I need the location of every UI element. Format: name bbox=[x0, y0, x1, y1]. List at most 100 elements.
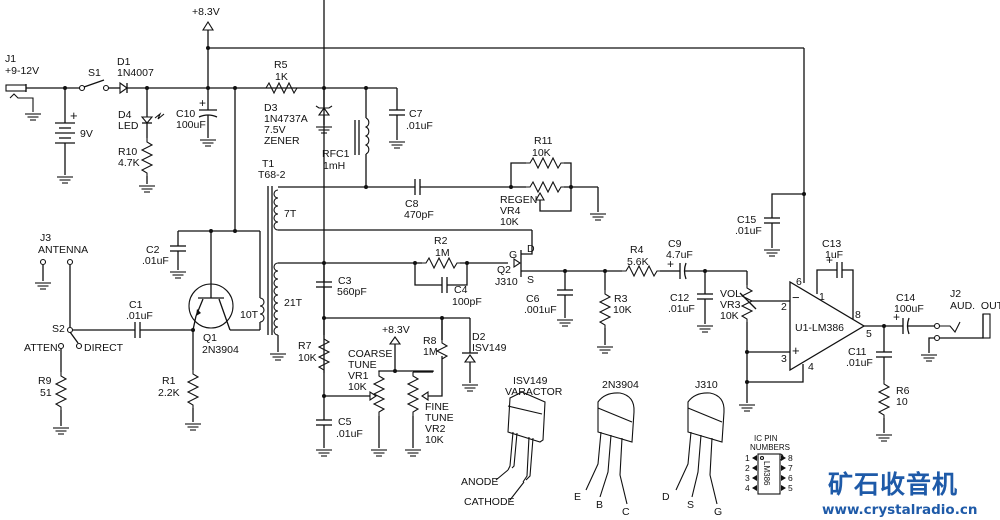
svg-text:+: + bbox=[826, 253, 833, 267]
n3904-pin-e: E bbox=[574, 491, 581, 503]
q1-ref: Q1 bbox=[203, 332, 217, 344]
vr1-name2: TUNE bbox=[348, 359, 377, 371]
j3-antenna-terminal-2[interactable] bbox=[66, 258, 74, 266]
r5-ref: R5 bbox=[274, 59, 288, 71]
r1-ref: R1 bbox=[162, 375, 176, 387]
s1-ref: S1 bbox=[88, 67, 101, 79]
t1-ref: T1 bbox=[262, 158, 274, 170]
c11-value: .01uF bbox=[846, 357, 873, 369]
c2-value: .01uF bbox=[142, 255, 169, 267]
ic-chip-label: LM386 bbox=[762, 461, 771, 486]
r3-value: 10K bbox=[613, 304, 632, 316]
ic-dip-package-icon: LM386 bbox=[752, 453, 786, 495]
j3-antenna-terminal[interactable] bbox=[39, 258, 47, 266]
vr4-name: REGEN bbox=[500, 194, 537, 206]
c6-value: .001uF bbox=[524, 304, 557, 316]
vr3-value: 10K bbox=[720, 310, 739, 322]
j2-audio-out-jack[interactable] bbox=[920, 313, 991, 362]
battery-icon: + bbox=[55, 88, 78, 184]
d2-ref: D2 bbox=[472, 331, 486, 343]
s2-ref: S2 bbox=[52, 323, 65, 335]
r11-ref: R11 bbox=[534, 135, 553, 147]
svg-text:+: + bbox=[199, 96, 206, 110]
c8-ref: C8 bbox=[405, 198, 419, 210]
vr2-ref: VR2 bbox=[425, 423, 446, 435]
vplus-label-2: +8.3V bbox=[382, 324, 410, 336]
d2-value: ISV149 bbox=[472, 342, 507, 354]
q2-jfet-icon bbox=[513, 250, 565, 277]
q2-gate-label: G bbox=[509, 249, 517, 261]
u1-pin1: 1 bbox=[819, 291, 825, 303]
u1-plus-label: + bbox=[792, 343, 800, 358]
c1-ref: C1 bbox=[129, 299, 143, 311]
vr2-value: 10K bbox=[425, 434, 444, 446]
r4-value: 5.6K bbox=[627, 256, 649, 268]
c9-value: 4.7uF bbox=[666, 249, 693, 261]
rf-front-end: J3 ANTENNA S2 ATTEN. DIRECT R9 51 C1 .01… bbox=[24, 158, 532, 435]
ic-pin-subtitle: NUMBERS bbox=[750, 443, 790, 452]
r9-ref: R9 bbox=[38, 375, 52, 387]
vr1-name1: COARSE bbox=[348, 348, 392, 360]
r6-ref: R6 bbox=[896, 385, 910, 397]
d4-ref: D4 bbox=[118, 109, 132, 121]
svg-text:+: + bbox=[667, 257, 674, 271]
c1-value: .01uF bbox=[126, 310, 153, 322]
s2-attenuator-switch[interactable] bbox=[57, 326, 83, 350]
j310-pin-s: S bbox=[687, 499, 694, 511]
r6-value: 10 bbox=[896, 396, 908, 408]
vr3-name: VOL bbox=[720, 288, 741, 300]
j2-value: AUD. OUT bbox=[950, 300, 1000, 312]
c4-ref: C4 bbox=[454, 284, 468, 296]
c3-value: 560pF bbox=[337, 286, 367, 298]
ic-pin-7: 7 bbox=[788, 463, 793, 473]
power-section: J1 +9-12V + 9V S1 D1 1N bbox=[5, 6, 805, 283]
c3-ref: C3 bbox=[338, 275, 352, 287]
t1-value: T68-2 bbox=[258, 169, 286, 181]
r9-value: 51 bbox=[40, 387, 52, 399]
u1-lm386-amplifier-icon bbox=[789, 280, 866, 372]
s2-direct-label: DIRECT bbox=[84, 342, 124, 354]
j1-dc-jack bbox=[5, 84, 42, 121]
r3-ref: R3 bbox=[614, 293, 628, 305]
c9-ref: C9 bbox=[668, 238, 682, 250]
j3-ref: J3 bbox=[40, 232, 51, 244]
c14-value: 100uF bbox=[894, 303, 924, 315]
audio-section: + C9 4.7uF C12 .01uF VOL VR3 10K C15 .0 bbox=[666, 192, 1000, 442]
c4-value: 100pF bbox=[452, 296, 482, 308]
ic-pin-3: 3 bbox=[745, 473, 750, 483]
r7-value: 10K bbox=[298, 352, 317, 364]
isv149-title: ISV149 bbox=[513, 375, 548, 387]
c12-ref: C12 bbox=[670, 292, 689, 304]
q2-value: J310 bbox=[495, 276, 518, 288]
t1-w3: 10T bbox=[240, 309, 259, 321]
vr2-wiper-icon bbox=[421, 390, 429, 402]
vr2-name1: FINE bbox=[425, 401, 449, 413]
j310-pin-d: D bbox=[662, 491, 670, 503]
n3904-pin-b: B bbox=[596, 499, 603, 511]
watermark-url[interactable]: www.crystalradio.cn bbox=[822, 502, 977, 518]
r5-value: 1K bbox=[275, 71, 288, 83]
svg-text:+: + bbox=[893, 310, 900, 324]
t1-w2: 21T bbox=[284, 297, 303, 309]
c10-value: 100uF bbox=[176, 119, 206, 131]
q1-transistor-icon bbox=[188, 231, 234, 331]
r7-ref: R7 bbox=[298, 340, 312, 352]
detector-section: C8 470pF R11 10K REGEN VR4 10K R2 bbox=[298, 0, 673, 457]
s1-power-switch[interactable] bbox=[78, 79, 110, 92]
r11-value: 10K bbox=[532, 147, 551, 159]
isv149-subtitle: VARACTOR bbox=[505, 386, 563, 398]
c12-value: .01uF bbox=[668, 303, 695, 315]
ic-pin-5: 5 bbox=[788, 483, 793, 493]
ic-pin-4: 4 bbox=[745, 483, 750, 493]
vr1-value: 10K bbox=[348, 381, 367, 393]
j2-ref: J2 bbox=[950, 288, 961, 300]
j310-pin-g: G bbox=[714, 506, 722, 518]
t1-10t-coil-icon bbox=[259, 297, 265, 323]
ic-pin-8: 8 bbox=[788, 453, 793, 463]
d3-ref: D3 bbox=[264, 102, 278, 114]
c10-ref: C10 bbox=[176, 108, 195, 120]
r1-value: 2.2K bbox=[158, 387, 180, 399]
c15-ref: C15 bbox=[737, 214, 756, 226]
pinout-drawings: ISV149 VARACTOR ANODE CATHODE 2N3904 E B… bbox=[461, 375, 793, 518]
